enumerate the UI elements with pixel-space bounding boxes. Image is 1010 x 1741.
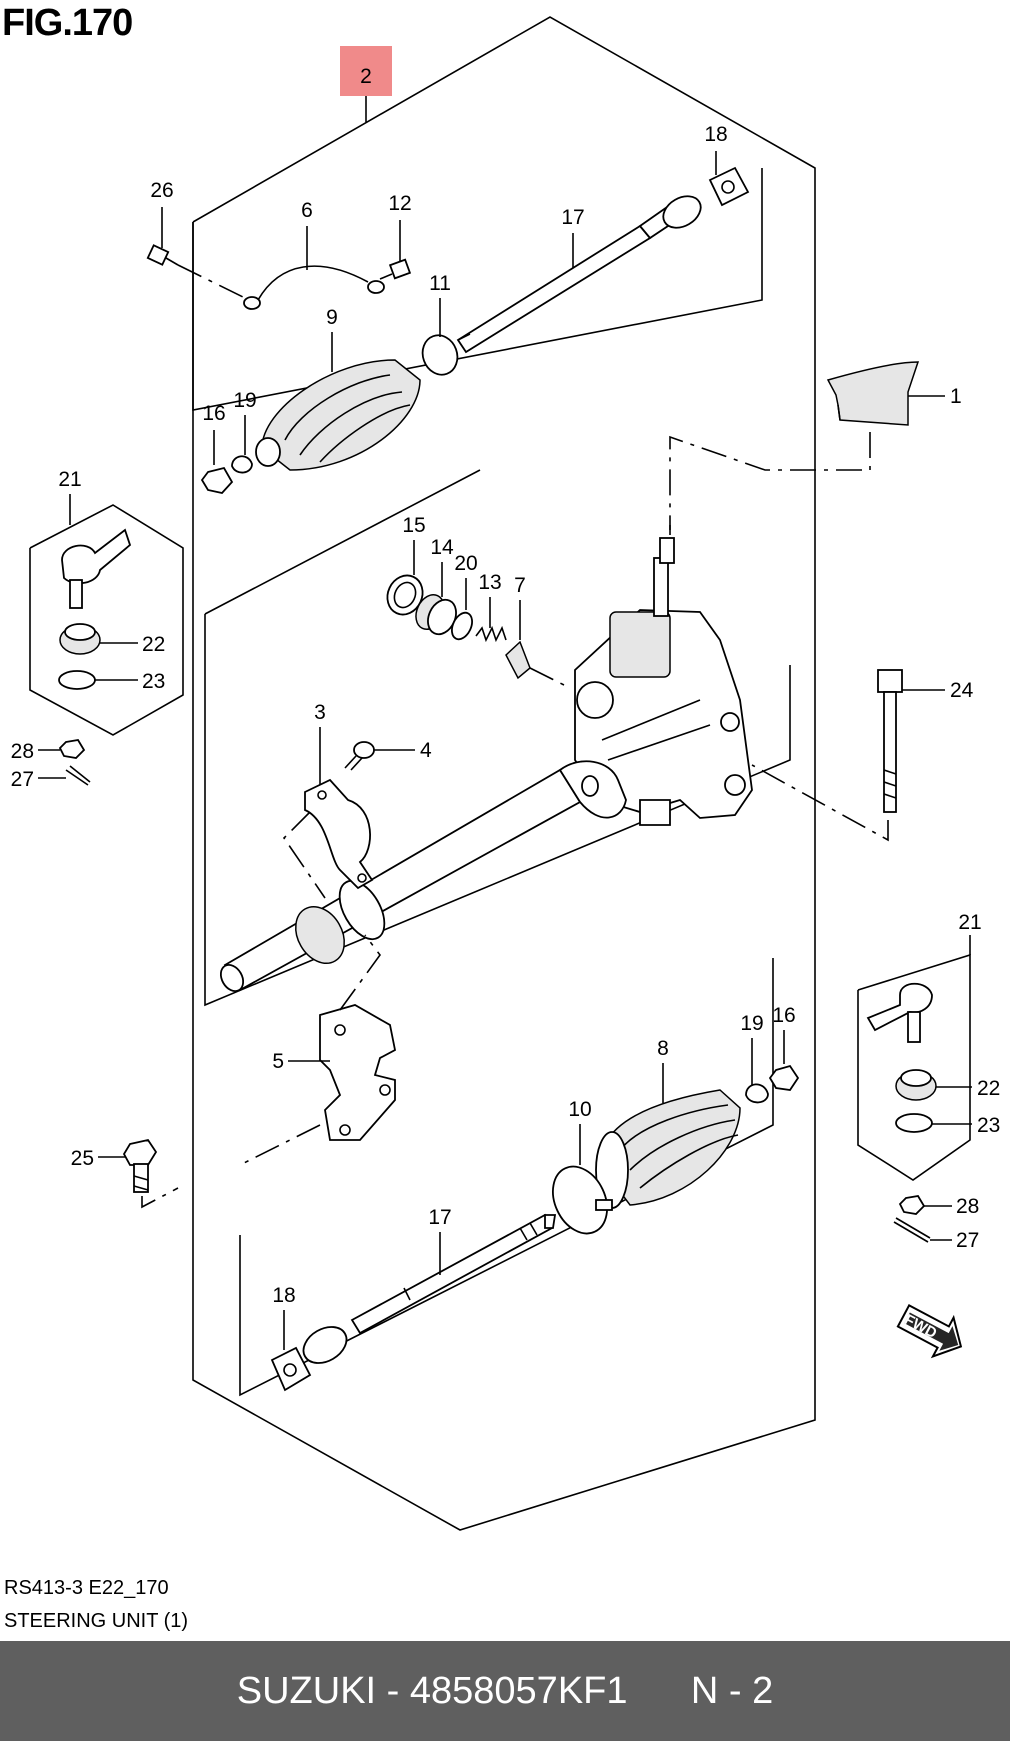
callout-8: 8 [657, 1037, 669, 1060]
callout-11: 11 [429, 272, 451, 295]
callout-4: 4 [420, 739, 432, 762]
footer-spacer [628, 1670, 691, 1713]
ring-23-right-icon [895, 1113, 933, 1133]
rack-tube-icon [219, 760, 627, 993]
tie-rod-17-lower-icon [302, 1213, 557, 1364]
steering-unit-diagram: 2 26 6 12 17 18 11 [11, 16, 1000, 1531]
boot-22-left-icon [59, 623, 101, 655]
callout-20: 20 [454, 552, 477, 575]
ground-wire-6-icon [243, 265, 385, 310]
pin-27-right-icon [893, 1217, 931, 1243]
callout-17-lower: 17 [428, 1206, 451, 1229]
callout-24: 24 [950, 679, 974, 702]
callout-22-right: 22 [977, 1077, 1000, 1100]
fwd-arrow-icon: FWD [896, 1303, 963, 1359]
callout-27-left: 27 [11, 768, 34, 791]
pin-27-left-icon [65, 765, 91, 786]
callout-21-right: 21 [958, 911, 981, 934]
tie-rod-end-left-group [29, 504, 184, 736]
yoke-7-icon [505, 640, 531, 680]
callout-7: 7 [514, 574, 526, 597]
callout-9: 9 [326, 306, 338, 329]
clamp-11-upper-icon [421, 334, 459, 376]
boot-8-icon [595, 1089, 741, 1209]
bushing-14-icon [415, 594, 457, 636]
callout-18-upper: 18 [704, 123, 727, 146]
tie-rod-end-right-group [857, 953, 971, 1181]
highlight-box [340, 46, 392, 96]
callout-23-left: 23 [142, 670, 165, 693]
footer-part-number: SUZUKI - 4858057KF1 [236, 1669, 628, 1712]
nut-28-right-icon [898, 1195, 926, 1215]
callout-15: 15 [402, 514, 425, 537]
tie-rod-end-21-right-icon [866, 982, 933, 1043]
tie-rod-17-upper-icon [456, 195, 702, 354]
bolt-4-icon [344, 741, 375, 771]
clip-19-upper-icon [231, 455, 253, 474]
callout-19-upper: 19 [233, 389, 256, 412]
plate-18-lower-icon [270, 1346, 312, 1392]
callout-10: 10 [568, 1098, 591, 1121]
figure-code: RS413-3 E22_170 [4, 1577, 169, 1599]
callout-19-lower: 19 [740, 1012, 763, 1035]
assembly-outline [192, 16, 816, 1531]
callout-12: 12 [388, 192, 411, 215]
callout-27-right: 27 [956, 1229, 979, 1252]
callout-28-left: 28 [11, 740, 34, 763]
cover-1-icon [826, 361, 920, 426]
callout-14: 14 [430, 536, 454, 559]
bolt-24-icon [877, 669, 903, 813]
callout-23-right: 23 [977, 1114, 1000, 1137]
gearbox-group [204, 614, 791, 1007]
upper-tierod-group [192, 168, 763, 411]
ring-23-left-icon [58, 670, 96, 690]
gearbox-housing-icon [574, 537, 753, 826]
callout-16-upper: 16 [202, 402, 225, 425]
nut-16-upper-icon [200, 466, 234, 494]
lower-tierod-group [239, 958, 774, 1397]
nut-28-left-icon [58, 739, 86, 759]
callout-22-left: 22 [142, 633, 165, 656]
plate-18-upper-icon [708, 166, 750, 207]
callout-28-right: 28 [956, 1195, 979, 1218]
bolt-12-icon [379, 258, 412, 280]
ring-20-icon [451, 611, 473, 641]
callout-6: 6 [301, 199, 313, 222]
boot-9-icon [255, 359, 421, 471]
callout-1: 1 [950, 385, 962, 408]
callout-13: 13 [478, 571, 501, 594]
boot-22-right-icon [895, 1069, 937, 1101]
tie-rod-end-21-left-icon [61, 528, 132, 609]
bolt-25-icon [122, 1138, 158, 1193]
seal-15-icon [386, 574, 424, 616]
footer-bar: SUZUKI - 4858057KF1 N - 2 [0, 1641, 1010, 1741]
callout-16-lower: 16 [772, 1004, 795, 1027]
callout-18-lower: 18 [272, 1284, 295, 1307]
bolt-26-icon [146, 244, 246, 299]
callout-2: 2 [360, 65, 372, 88]
clamp-10-icon [552, 1165, 613, 1235]
callout-5: 5 [272, 1050, 284, 1073]
callout-26: 26 [150, 179, 173, 202]
callout-25: 25 [71, 1147, 94, 1170]
figure-title: FIG.170 [2, 2, 133, 44]
clip-19-lower-icon [745, 1083, 769, 1104]
footer-page: N - 2 [690, 1669, 774, 1712]
callout-3: 3 [314, 701, 326, 724]
bracket-3-icon [304, 778, 374, 890]
nut-16-lower-icon [768, 1064, 800, 1091]
callout-17-upper: 17 [561, 206, 584, 229]
spring-13-icon [475, 625, 507, 643]
bracket-5-icon [319, 1004, 397, 1141]
figure-caption: STEERING UNIT (1) [4, 1610, 189, 1632]
callout-21-left: 21 [58, 468, 81, 491]
